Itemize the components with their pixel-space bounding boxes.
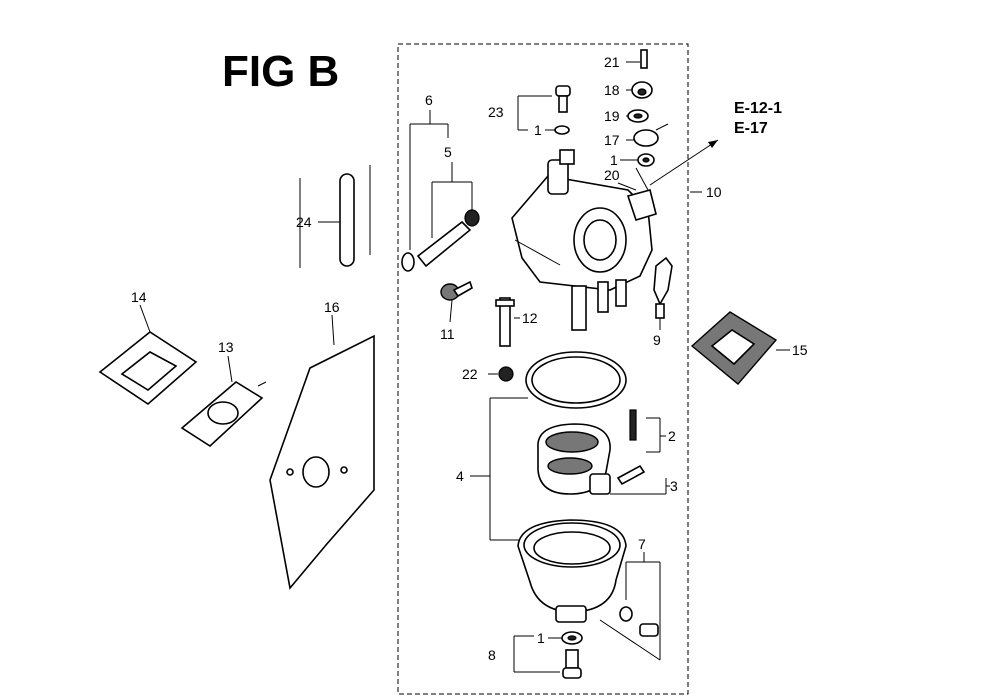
callout-13: 13	[218, 339, 234, 355]
callout-12: 12	[522, 310, 538, 326]
part-4-float-bowl	[517, 519, 627, 623]
callout-1-mid: 1	[534, 122, 542, 138]
part-10-carburetor	[511, 149, 657, 331]
callout-22: 22	[462, 366, 478, 382]
part-23-screw	[517, 85, 571, 131]
callout-23: 23	[488, 104, 504, 120]
reference-label-2: E-17	[734, 120, 768, 137]
part-22-jet	[488, 366, 514, 382]
callout-9: 9	[653, 332, 661, 348]
callout-16: 16	[324, 299, 340, 315]
part-4-float	[537, 423, 611, 495]
callout-2: 2	[668, 428, 676, 444]
callout-24: 24	[296, 214, 312, 230]
part-4-o-ring	[525, 351, 627, 409]
callout-3: 3	[670, 478, 678, 494]
callout-19: 19	[604, 108, 620, 124]
part-8-bolt	[513, 631, 583, 679]
part-15-gasket	[690, 311, 790, 385]
callout-1-bottom: 1	[537, 630, 545, 646]
callout-20: 20	[604, 167, 620, 183]
part-1-oring-top	[620, 153, 655, 167]
callout-7: 7	[638, 536, 646, 552]
part-21-screw	[626, 49, 648, 69]
part-24-tube	[299, 165, 371, 268]
part-1-washer-mid	[545, 125, 570, 135]
part-16-plate	[269, 314, 375, 590]
callout-21: 21	[604, 54, 620, 70]
callout-15: 15	[792, 342, 808, 358]
part-17-lever	[626, 123, 669, 147]
part-19-washer	[626, 109, 649, 123]
reference-arrow	[649, 139, 719, 186]
callout-17: 17	[604, 132, 620, 148]
part-18-cap	[626, 81, 653, 99]
part-9-valve	[653, 256, 673, 330]
reference-label-1: E-12-1	[734, 100, 782, 117]
callout-18: 18	[604, 82, 620, 98]
part-11-screw	[440, 280, 473, 323]
part-7-drain-set	[599, 552, 661, 661]
callout-6: 6	[425, 92, 433, 108]
part-3-pin	[610, 464, 670, 495]
figure-title: FIG B	[222, 47, 339, 96]
callout-5: 5	[444, 144, 452, 160]
callout-1-top: 1	[610, 152, 618, 168]
callout-20-leader	[617, 182, 637, 191]
part-13-insulator	[180, 355, 267, 448]
part-2-needle	[629, 409, 666, 453]
part-14-gasket	[98, 304, 198, 406]
callout-14: 14	[131, 289, 147, 305]
callout-11: 11	[440, 326, 455, 342]
part-6-screw-set	[409, 123, 449, 250]
part-12-nozzle	[495, 297, 520, 347]
part-5-screw	[401, 181, 480, 272]
callout-4: 4	[456, 468, 464, 484]
assembly-frame	[397, 43, 689, 695]
reference-arrowhead	[708, 140, 718, 148]
callout-10: 10	[706, 184, 722, 200]
callout-8: 8	[488, 647, 496, 663]
part-4-group-bracket	[470, 397, 528, 541]
